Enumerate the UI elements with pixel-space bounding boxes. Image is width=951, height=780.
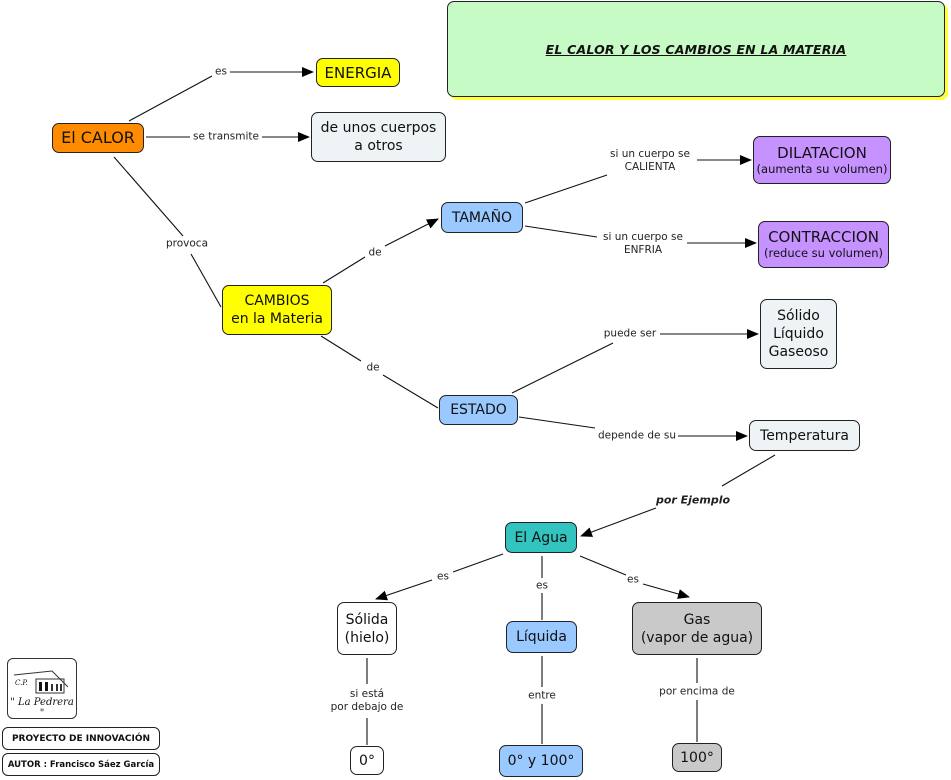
arrow-ejemplo-agua (580, 507, 657, 537)
node-estado[interactable]: ESTADO (439, 395, 518, 425)
line-calor-es (128, 75, 213, 122)
node-label: Gaseoso (768, 344, 829, 360)
node-label: 0° (359, 752, 375, 769)
link-label-es: es (214, 65, 228, 79)
link-label-enfria: si un cuerpo se ENFRIA (602, 231, 684, 257)
node-label: ESTADO (450, 402, 507, 418)
node-label: Gas (683, 611, 711, 628)
line-tamano-calienta (524, 174, 608, 204)
line-calor-provoca (113, 156, 184, 237)
node-sublabel: (reduce su volumen) (764, 246, 883, 260)
link-label-encima: por encima de (658, 685, 736, 699)
node-gas[interactable]: Gas (vapor de agua) (632, 602, 762, 655)
node-el-agua[interactable]: El Agua (505, 522, 577, 553)
link-label-es-liquida: es (535, 579, 549, 593)
node-energia[interactable]: ENERGIA (316, 58, 400, 87)
line-provoca-cambios (190, 253, 222, 308)
node-label: de unos cuerpos (320, 120, 437, 136)
node-label: CONTRACCION (768, 228, 879, 246)
line-agua-es-gas (579, 555, 627, 576)
node-solida[interactable]: Sólida (hielo) (337, 602, 397, 655)
node-dilatacion[interactable]: DILATACION (aumenta su volumen) (753, 136, 891, 184)
node-label: a otros (354, 138, 403, 154)
arrow-de-tamano (384, 218, 439, 247)
link-label-line: si un cuerpo se (610, 148, 690, 160)
link-label-es-solida: es (436, 570, 450, 584)
node-label: CAMBIOS (244, 293, 310, 309)
logo-text-top: C.P. (15, 679, 28, 687)
link-label-depende: depende de su (597, 429, 677, 443)
link-label-line: si está (349, 688, 385, 700)
node-el-calor[interactable]: El CALOR (52, 123, 144, 153)
title-box: EL CALOR Y LOS CAMBIOS EN LA MATERIA (447, 1, 945, 97)
node-label: (hielo) (344, 629, 390, 646)
line-de-estado (382, 374, 439, 409)
project-label: PROYECTO DE INNOVACIÓN (2, 727, 160, 750)
node-cero[interactable]: 0° (350, 746, 384, 775)
node-contraccion[interactable]: CONTRACCION (reduce su volumen) (758, 221, 889, 268)
link-label-line: CALIENTA (624, 161, 676, 173)
line-estado-depende (518, 416, 596, 429)
page-title: EL CALOR Y LOS CAMBIOS EN LA MATERIA (545, 41, 847, 57)
link-label-line: si un cuerpo se (603, 231, 683, 243)
node-label: Temperatura (760, 427, 849, 444)
link-label-se-transmite: se transmite (192, 130, 260, 144)
node-label: TAMAÑO (451, 209, 513, 226)
link-label-de-estado: de (365, 361, 381, 375)
node-label: DILATACION (777, 143, 867, 162)
node-temperatura[interactable]: Temperatura (749, 420, 860, 451)
author-label: AUTOR : Francisco Sáez García (2, 753, 160, 776)
author-text: AUTOR : Francisco Sáez García (7, 759, 155, 770)
node-label: Líquido (773, 326, 824, 342)
node-estados-lista[interactable]: Sólido Líquido Gaseoso (760, 299, 837, 369)
link-label-line: por debajo de (330, 701, 404, 713)
node-label: (vapor de agua) (640, 629, 754, 646)
node-label: Sólido (777, 308, 820, 324)
link-label-puede-ser: puede ser (602, 327, 658, 341)
node-label: en la Materia (231, 311, 323, 327)
line-cambios-de-estado (320, 335, 362, 362)
link-label-debajo: si está por debajo de (329, 688, 405, 714)
node-label: Sólida (345, 611, 389, 628)
link-label-de-tamano: de (367, 246, 383, 260)
line-tamano-enfria (524, 225, 598, 238)
node-label: 100° (680, 749, 714, 766)
line-cambios-de-tamano (322, 256, 366, 284)
line-estado-puedeser (511, 342, 614, 394)
node-de-unos-cuerpos[interactable]: de unos cuerpos a otros (311, 112, 446, 162)
link-label-provoca: provoca (164, 237, 210, 251)
node-tamano[interactable]: TAMAÑO (441, 202, 523, 233)
node-label: 0° y 100° (507, 753, 575, 769)
arrow-es-solida (375, 579, 433, 601)
logo-text-name: " La Pedrera " (10, 697, 74, 719)
project-text: PROYECTO DE INNOVACIÓN (11, 733, 151, 744)
link-label-por-ejemplo: por Ejemplo (655, 493, 731, 507)
node-label: Líquida (516, 629, 567, 645)
arrow-es-gas (642, 583, 690, 599)
node-label: ENERGIA (324, 63, 392, 82)
node-sublabel: (aumenta su volumen) (756, 161, 888, 176)
node-cien[interactable]: 100° (672, 743, 722, 772)
line-agua-es-solida (452, 553, 504, 573)
school-logo: C.P. " La Pedrera " (7, 658, 77, 719)
link-label-es-gas: es (626, 573, 640, 587)
node-liquida[interactable]: Líquida (506, 621, 577, 653)
node-cambios[interactable]: CAMBIOS en la Materia (222, 285, 332, 335)
line-temp-ejemplo (721, 454, 776, 487)
link-label-entre: entre (527, 689, 557, 703)
link-label-line: ENFRIA (623, 244, 663, 256)
building-icon (13, 670, 69, 694)
link-label-calienta: si un cuerpo se CALIENTA (609, 148, 691, 174)
node-label: El CALOR (61, 128, 135, 147)
node-cero-y-cien[interactable]: 0° y 100° (499, 745, 583, 777)
node-label: El Agua (514, 529, 568, 546)
